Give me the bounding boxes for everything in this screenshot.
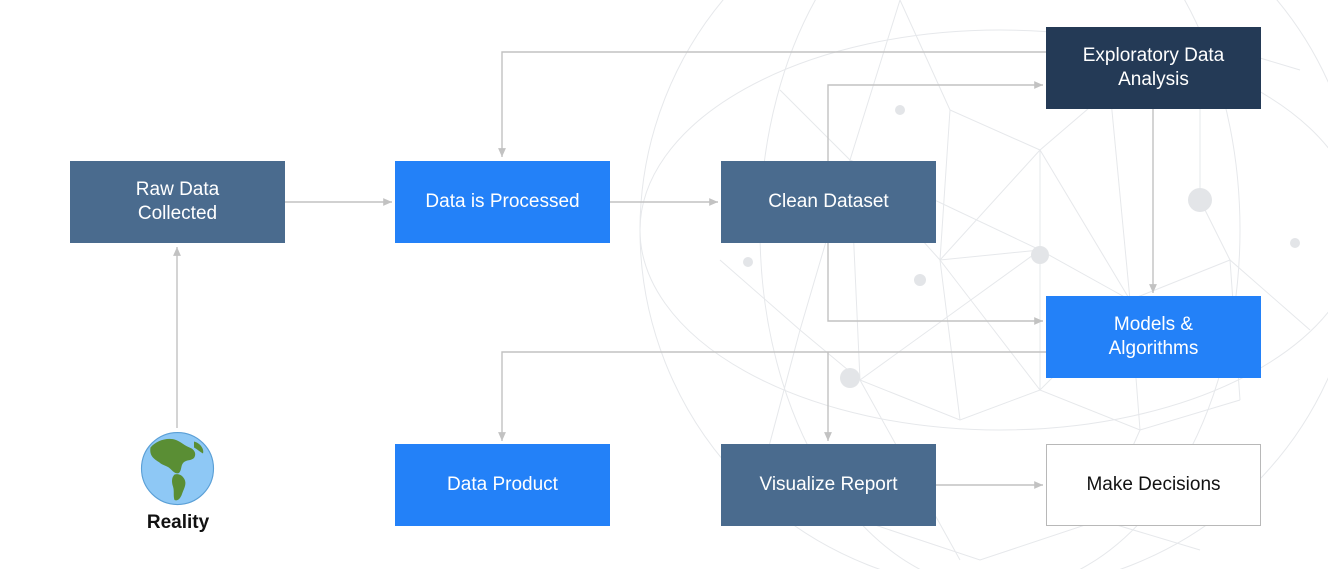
arrow-models-to-product [498,351,1046,441]
node-raw-data-collected: Raw Data Collected [70,161,285,243]
node-exploratory-data-analysis: Exploratory Data Analysis [1046,27,1261,109]
arrow-clean-to-models [827,243,1043,325]
node-data-is-processed: Data is Processed [395,161,610,243]
connectors [173,51,1157,489]
node-clean-dataset: Clean Dataset [721,161,936,243]
node-visualize-report: Visualize Report [721,444,936,526]
globe-americas-icon [140,431,215,506]
node-make-decisions: Make Decisions [1046,444,1261,526]
arrow-eda-to-processed [498,51,1046,157]
reality-label: Reality [146,512,210,533]
node-models-algorithms: Models & Algorithms [1046,296,1261,378]
node-data-product: Data Product [395,444,610,526]
arrow-clean-to-eda [827,81,1043,161]
